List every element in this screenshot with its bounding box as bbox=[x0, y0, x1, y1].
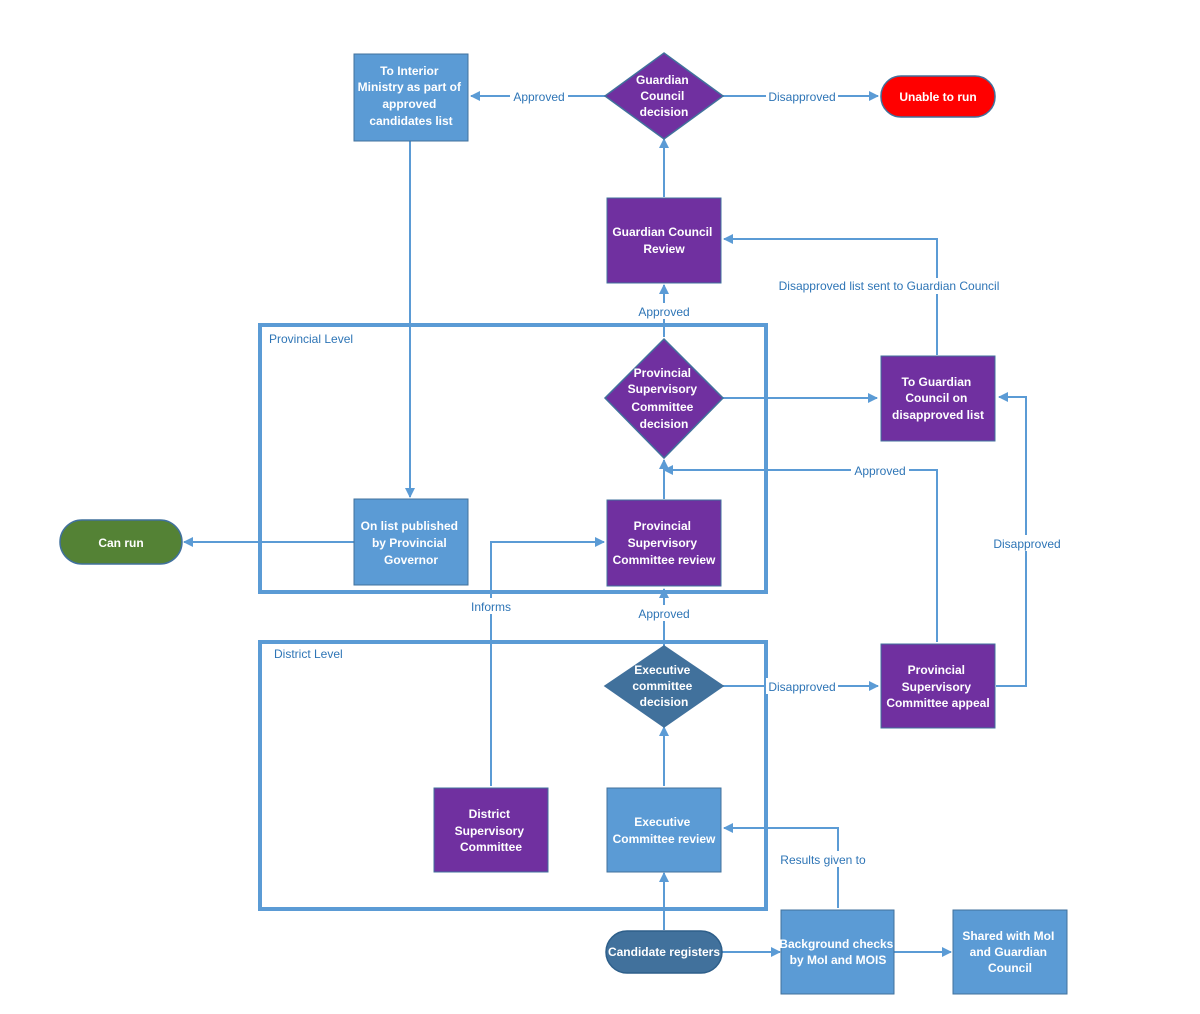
node-psc-decision-line: decision bbox=[640, 417, 689, 431]
node-dsc-line: Committee bbox=[460, 840, 522, 854]
provincial-level-label: Provincial Level bbox=[269, 332, 353, 346]
edge-label-results-given: Results given to bbox=[780, 853, 866, 867]
node-interior-line: To Interior bbox=[380, 64, 439, 78]
edges bbox=[183, 91, 1027, 957]
edge-label-approved-interior: Approved bbox=[513, 90, 564, 104]
node-interior-ministry: To Interior Ministry as part of approved… bbox=[353, 53, 469, 142]
edge-label-disapproved-appeal: Disapproved bbox=[993, 537, 1060, 551]
node-guardian-council-review: Guardian Council Review bbox=[606, 197, 722, 284]
node-to-gc-line: Council on bbox=[905, 391, 967, 405]
svg-text:Guardian Council Review: Guardian Council Review bbox=[612, 225, 715, 256]
edge-label-approved-exec: Approved bbox=[638, 607, 689, 621]
svg-text:Provincial Supervisory: Provincial Supervisory Committee appeal bbox=[886, 663, 989, 710]
node-background-line: by MoI and MOIS bbox=[790, 953, 887, 967]
district-level-label: District Level bbox=[274, 647, 343, 661]
node-executive-committee-review: Executive Committee review bbox=[606, 787, 722, 873]
node-to-gc-line: disapproved list bbox=[892, 408, 984, 422]
edge-background-to-execreview bbox=[723, 823, 839, 908]
node-candidate-label: Candidate registers bbox=[608, 945, 720, 959]
node-interior-line: candidates list bbox=[369, 114, 452, 128]
node-appeal-line: Supervisory bbox=[902, 680, 972, 694]
node-unable-to-run: Unable to run bbox=[880, 75, 996, 118]
svg-text:Executive Committee revi: Executive Committee review bbox=[613, 815, 716, 846]
node-exec-decision-line: Executive bbox=[634, 663, 690, 677]
node-appeal-line: Committee appeal bbox=[886, 696, 989, 710]
node-shared-with-moi: Shared with MoI and Guardian Council bbox=[952, 909, 1068, 995]
node-psc-decision: Provincial Supervisory Committee decisio… bbox=[603, 337, 725, 460]
provincial-level-group bbox=[258, 323, 768, 594]
svg-text:Provincial Supervisory: Provincial Supervisory Committee decisio… bbox=[628, 366, 701, 431]
node-candidate-registers: Candidate registers bbox=[605, 930, 723, 974]
svg-text:Executive committee: Executive committee decision bbox=[632, 663, 695, 709]
node-published-line: Governor bbox=[384, 553, 438, 567]
node-guardian-council-decision: Guardian Council decision bbox=[603, 52, 725, 140]
node-dsc-line: Supervisory bbox=[455, 824, 525, 838]
node-gc-review-line: Review bbox=[643, 242, 685, 256]
edge-label-disapproved-list: Disapproved list sent to Guardian Counci… bbox=[779, 279, 1000, 293]
node-background-line: Background checks bbox=[779, 937, 893, 951]
svg-text:Shared with MoI and Guar: Shared with MoI and Guardian Council bbox=[962, 929, 1057, 975]
edge-label-approved-gc: Approved bbox=[638, 305, 689, 319]
node-gc-decision-line: Council bbox=[640, 89, 684, 103]
edge-label-disapproved-unable: Disapproved bbox=[768, 90, 835, 104]
node-executive-committee-decision: Executive committee decision bbox=[603, 645, 725, 728]
node-interior-line: Ministry as part of bbox=[358, 80, 462, 94]
svg-text:On list published by Pro: On list published by Provincial Governor bbox=[361, 519, 462, 567]
svg-text:To Guardian Council on: To Guardian Council on disapproved list bbox=[892, 375, 984, 422]
node-psc-review-line: Provincial bbox=[634, 519, 691, 533]
node-district-supervisory-committee: District Supervisory Committee bbox=[433, 787, 549, 873]
node-gc-decision-line: Guardian bbox=[636, 73, 689, 87]
node-dsc-line: District bbox=[469, 807, 510, 821]
node-psc-review: Provincial Supervisory Committee review bbox=[606, 499, 722, 587]
edge-label-disapproved-exec: Disapproved bbox=[768, 680, 835, 694]
node-psc-appeal: Provincial Supervisory Committee appeal bbox=[880, 643, 996, 729]
edge-label-approved-appeal: Approved bbox=[854, 464, 905, 478]
svg-text:Provincial Supervisory: Provincial Supervisory Committee review bbox=[613, 519, 716, 567]
svg-text:District Supervisory: District Supervisory Committee bbox=[455, 807, 528, 854]
node-psc-review-line: Committee review bbox=[613, 553, 716, 567]
node-published-line: by Provincial bbox=[372, 536, 447, 550]
edge-togc-to-gcreview bbox=[723, 234, 938, 355]
node-to-gc-line: To Guardian bbox=[901, 375, 971, 389]
edge-label-informs: Informs bbox=[471, 600, 511, 614]
node-gc-review-line: Guardian Council bbox=[612, 225, 712, 239]
node-can-run: Can run bbox=[59, 519, 183, 565]
node-psc-decision-line: Supervisory bbox=[628, 382, 698, 396]
node-exec-decision-line: decision bbox=[640, 695, 689, 709]
node-psc-decision-line: Committee bbox=[631, 400, 693, 414]
node-background-checks: Background checks by MoI and MOIS bbox=[779, 909, 896, 995]
district-level-group bbox=[258, 640, 768, 911]
edge-dsc-to-pscreview bbox=[490, 537, 605, 786]
node-shared-line: Shared with MoI bbox=[962, 929, 1054, 943]
node-psc-review-line: Supervisory bbox=[628, 536, 698, 550]
edge-labels: Approved Disapproved Disapproved list se… bbox=[466, 88, 1064, 867]
node-gc-decision-line: decision bbox=[640, 105, 689, 119]
node-psc-decision-line: Provincial bbox=[634, 366, 691, 380]
node-shared-line: and Guardian bbox=[970, 945, 1047, 959]
node-interior-line: approved bbox=[382, 97, 436, 111]
node-list-published: On list published by Provincial Governor bbox=[353, 498, 469, 586]
node-published-line: On list published bbox=[361, 519, 458, 533]
node-to-guardian-council-list: To Guardian Council on disapproved list bbox=[880, 355, 996, 442]
edge-appeal-to-pscdecision bbox=[663, 465, 938, 642]
node-exec-review-line: Executive bbox=[634, 815, 690, 829]
node-can-run-label: Can run bbox=[98, 536, 143, 550]
svg-text:Guardian Council d: Guardian Council decision bbox=[636, 73, 692, 119]
svg-text:To Interior Ministry as: To Interior Ministry as part of approved… bbox=[358, 64, 465, 128]
node-appeal-line: Provincial bbox=[908, 663, 965, 677]
node-exec-review-line: Committee review bbox=[613, 832, 716, 846]
node-shared-line: Council bbox=[988, 961, 1032, 975]
node-unable-label: Unable to run bbox=[899, 90, 976, 104]
svg-text:Background checks by MoI: Background checks by MoI and MOIS bbox=[779, 937, 896, 967]
node-exec-decision-line: committee bbox=[632, 679, 692, 693]
